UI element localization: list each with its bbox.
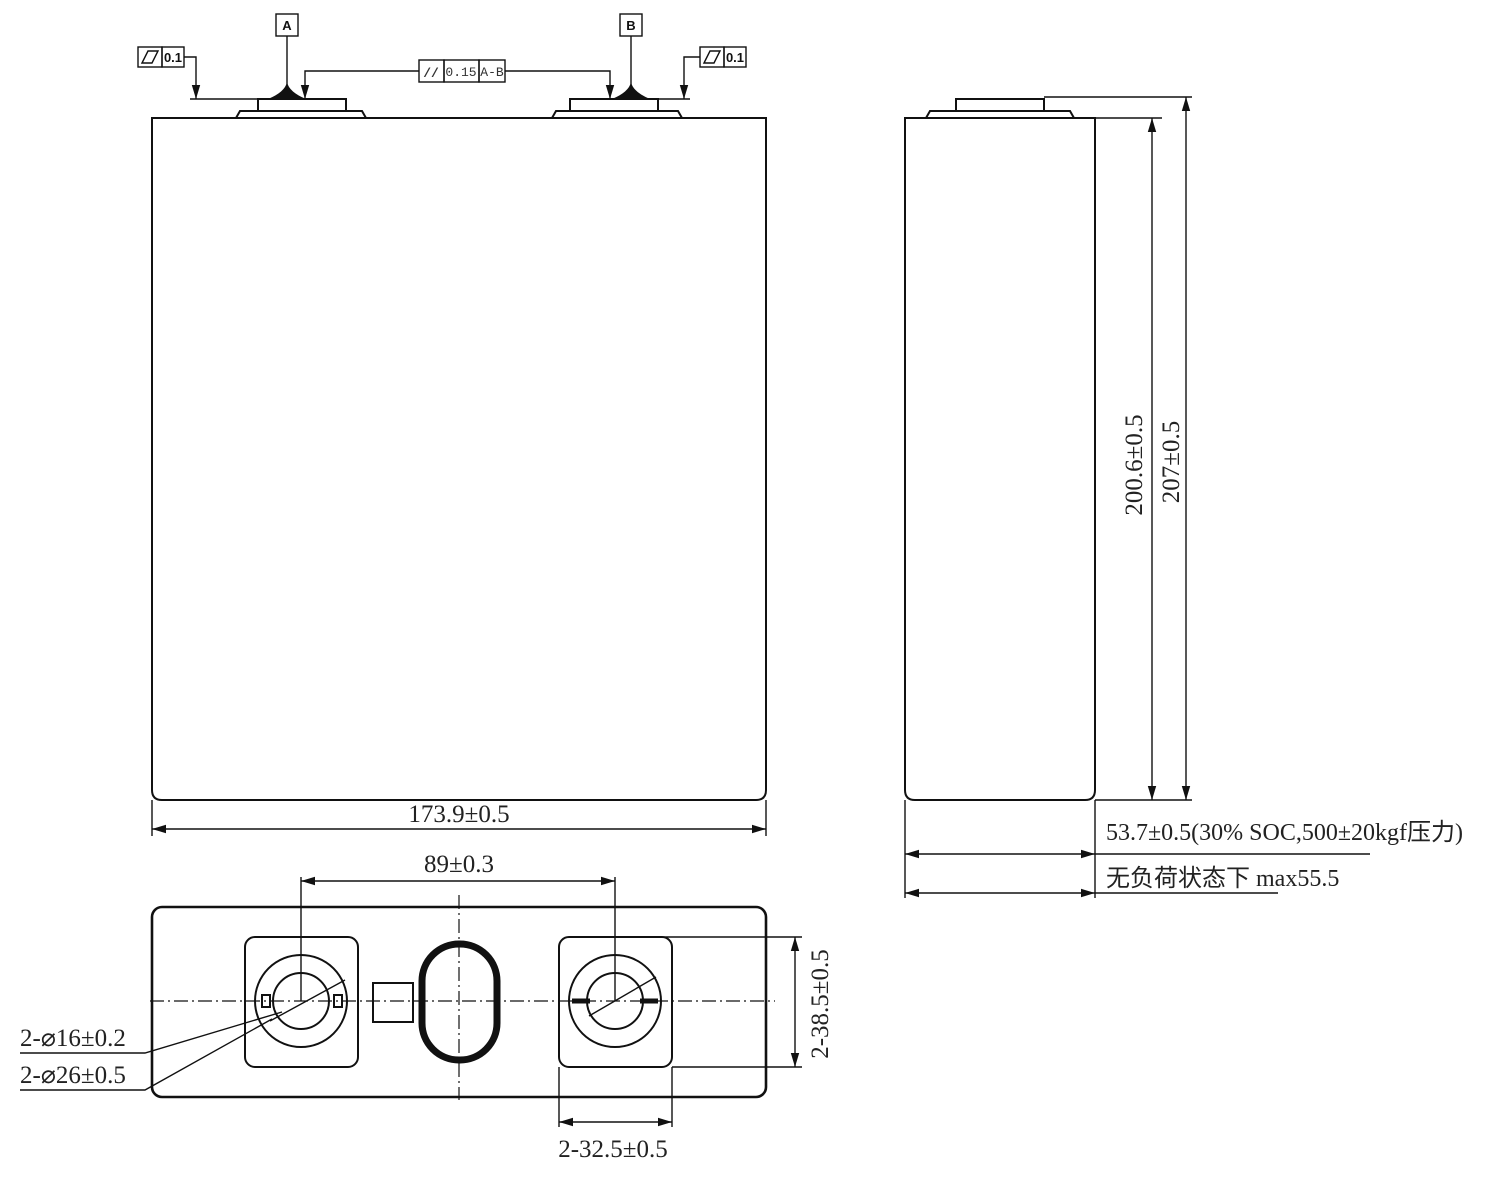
svg-text:B: B (626, 18, 635, 33)
side-view: 200.6±0.5 207±0.5 53.7±0.5(30% SOC,500±2… (904, 96, 1463, 898)
weld-mark (612, 82, 650, 99)
flatness-icon (140, 50, 160, 64)
svg-text:89±0.3: 89±0.3 (424, 851, 494, 878)
flatness-frame-left: 0.1 (137, 46, 258, 100)
terminal-left (235, 82, 367, 119)
side-view-body (904, 117, 1096, 801)
svg-text:2-32.5±0.5: 2-32.5±0.5 (558, 1136, 668, 1163)
svg-text:200.6±0.5: 200.6±0.5 (1121, 414, 1148, 515)
parallelism-icon: // (423, 66, 439, 81)
svg-text:2-38.5±0.5: 2-38.5±0.5 (807, 949, 834, 1059)
dim-pad-height: 2-38.5±0.5 (660, 936, 834, 1068)
svg-text:53.7±0.5(30% SOC,500±20kgf压力): 53.7±0.5(30% SOC,500±20kgf压力) (1106, 819, 1463, 846)
front-view: A B 0.1 0.1 (137, 13, 767, 836)
svg-text:207±0.5: 207±0.5 (1158, 421, 1185, 503)
svg-text:0.1: 0.1 (164, 50, 182, 65)
terminal-right (551, 82, 683, 119)
svg-text:A-B: A-B (480, 65, 504, 80)
terminal-pad-left (244, 877, 359, 1068)
parallelism-frame: // 0.15 A-B (300, 59, 615, 99)
weld-mark (268, 82, 306, 99)
dim-width: 173.9±0.5 (151, 800, 767, 836)
vent-square (372, 982, 414, 1023)
svg-text:无负荷状态下 max55.5: 无负荷状态下 max55.5 (1106, 865, 1339, 892)
terminal-pad-right (558, 877, 673, 1068)
svg-text:2-⌀26±0.5: 2-⌀26±0.5 (20, 1062, 126, 1089)
top-view: 89±0.3 2-⌀16±0.2 2-⌀26±0.5 2-38.5±0.5 2-… (20, 851, 834, 1163)
svg-text:2-⌀16±0.2: 2-⌀16±0.2 (20, 1025, 126, 1052)
explosion-vent (418, 940, 501, 1064)
datum-a: A (275, 13, 299, 90)
svg-text:0.15: 0.15 (445, 65, 476, 80)
svg-text:0.1: 0.1 (726, 50, 744, 65)
dim-terminal-spacing: 89±0.3 (301, 851, 615, 886)
dim-holes: 2-⌀16±0.2 2-⌀26±0.5 (20, 1011, 283, 1091)
flatness-icon (702, 50, 722, 64)
dim-pad-width: 2-32.5±0.5 (558, 1067, 673, 1163)
front-view-body (151, 117, 767, 801)
svg-text:173.9±0.5: 173.9±0.5 (408, 801, 509, 828)
dim-height: 200.6±0.5 207±0.5 (1044, 96, 1192, 801)
svg-text:A: A (282, 18, 292, 33)
datum-b: B (619, 13, 643, 90)
dim-thickness: 53.7±0.5(30% SOC,500±20kgf压力) 无负荷状态下 max… (904, 800, 1463, 898)
flatness-frame-right: 0.1 (658, 46, 747, 100)
